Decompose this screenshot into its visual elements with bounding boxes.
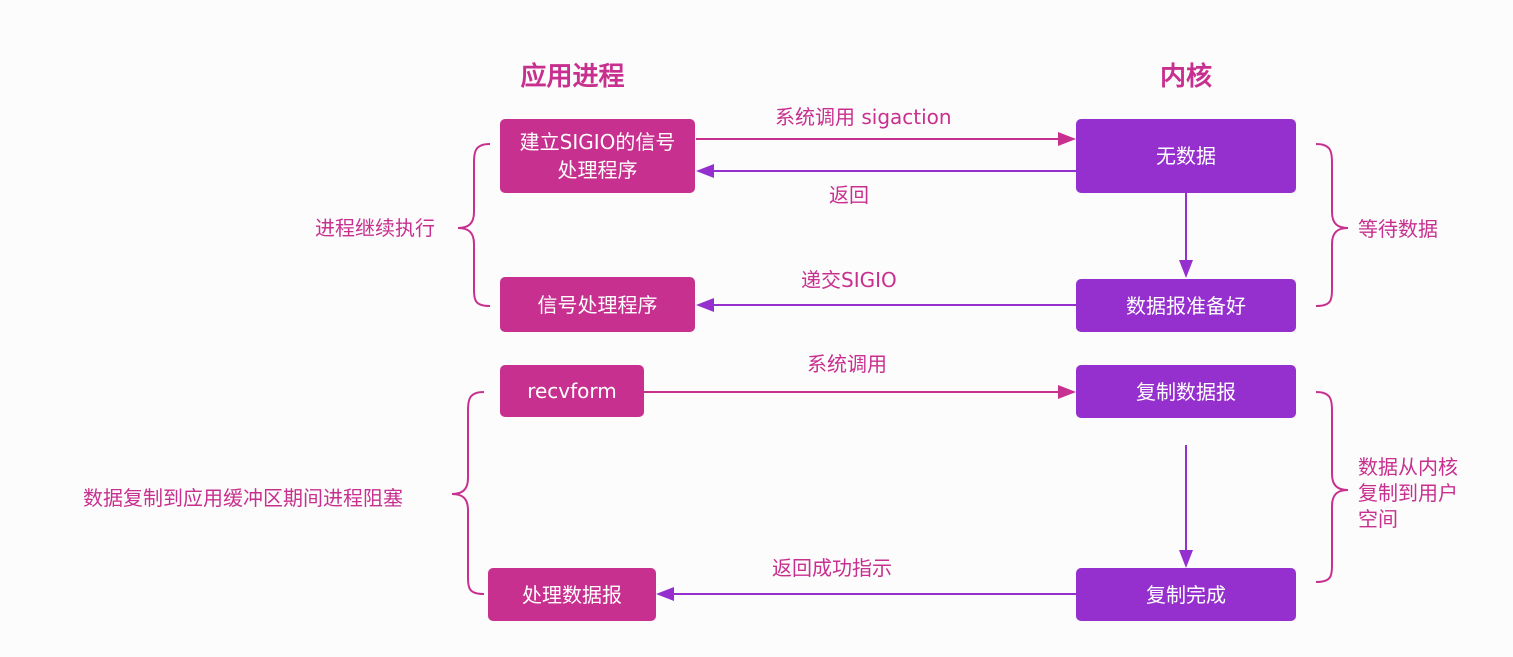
arrowhead-syscall (1058, 385, 1076, 399)
box-setup-signal-handler-label: 建立SIGIO的信号处理程序 (519, 130, 676, 182)
arrowhead-data-arrives (1179, 260, 1193, 278)
box-recvform: recvform (500, 365, 644, 417)
box-process-datagram-label: 处理数据报 (522, 582, 622, 607)
box-no-data: 无数据 (1076, 119, 1296, 193)
brace-wait-for-data (1315, 143, 1349, 307)
box-process-datagram: 处理数据报 (488, 568, 656, 621)
box-signal-handler-label: 信号处理程序 (537, 292, 658, 317)
arrowhead-return (696, 164, 714, 178)
box-recvform-label: recvform (527, 379, 617, 403)
box-copy-datagram: 复制数据报 (1076, 365, 1296, 418)
box-no-data-label: 无数据 (1156, 144, 1216, 168)
box-copy-datagram-label: 复制数据报 (1136, 379, 1236, 404)
arrowhead-copy-progress (1179, 550, 1193, 568)
label-syscall-sigaction: 系统调用 sigaction (775, 105, 952, 129)
label-return: 返回 (829, 183, 869, 207)
note-wait-for-data: 等待数据 (1358, 217, 1438, 241)
arrowhead-return-success (656, 587, 674, 601)
brace-copy-kernel-to-user (1315, 391, 1349, 583)
arrowhead-syscall-sigaction (1058, 132, 1076, 146)
box-datagram-ready-label: 数据报准备好 (1126, 293, 1246, 318)
note-copy-kernel-to-user: 数据从内核复制到用户空间 (1358, 455, 1458, 531)
box-datagram-ready: 数据报准备好 (1076, 279, 1296, 332)
box-setup-signal-handler: 建立SIGIO的信号处理程序 (500, 119, 695, 193)
note-blocked-during-copy: 数据复制到应用缓冲区期间进程阻塞 (83, 486, 403, 510)
label-return-success: 返回成功指示 (772, 556, 892, 580)
heading-app-process: 应用进程 (520, 62, 625, 92)
label-deliver-sigio: 递交SIGIO (801, 268, 897, 292)
box-signal-handler: 信号处理程序 (500, 277, 695, 332)
arrowhead-deliver-sigio (696, 298, 714, 312)
box-copy-done-label: 复制完成 (1146, 582, 1226, 607)
box-copy-done: 复制完成 (1076, 568, 1296, 621)
note-process-continues: 进程继续执行 (315, 216, 435, 240)
label-syscall: 系统调用 (807, 352, 887, 376)
heading-kernel: 内核 (1159, 62, 1212, 92)
brace-process-continues (457, 143, 491, 307)
brace-blocked-during-copy (451, 391, 485, 595)
